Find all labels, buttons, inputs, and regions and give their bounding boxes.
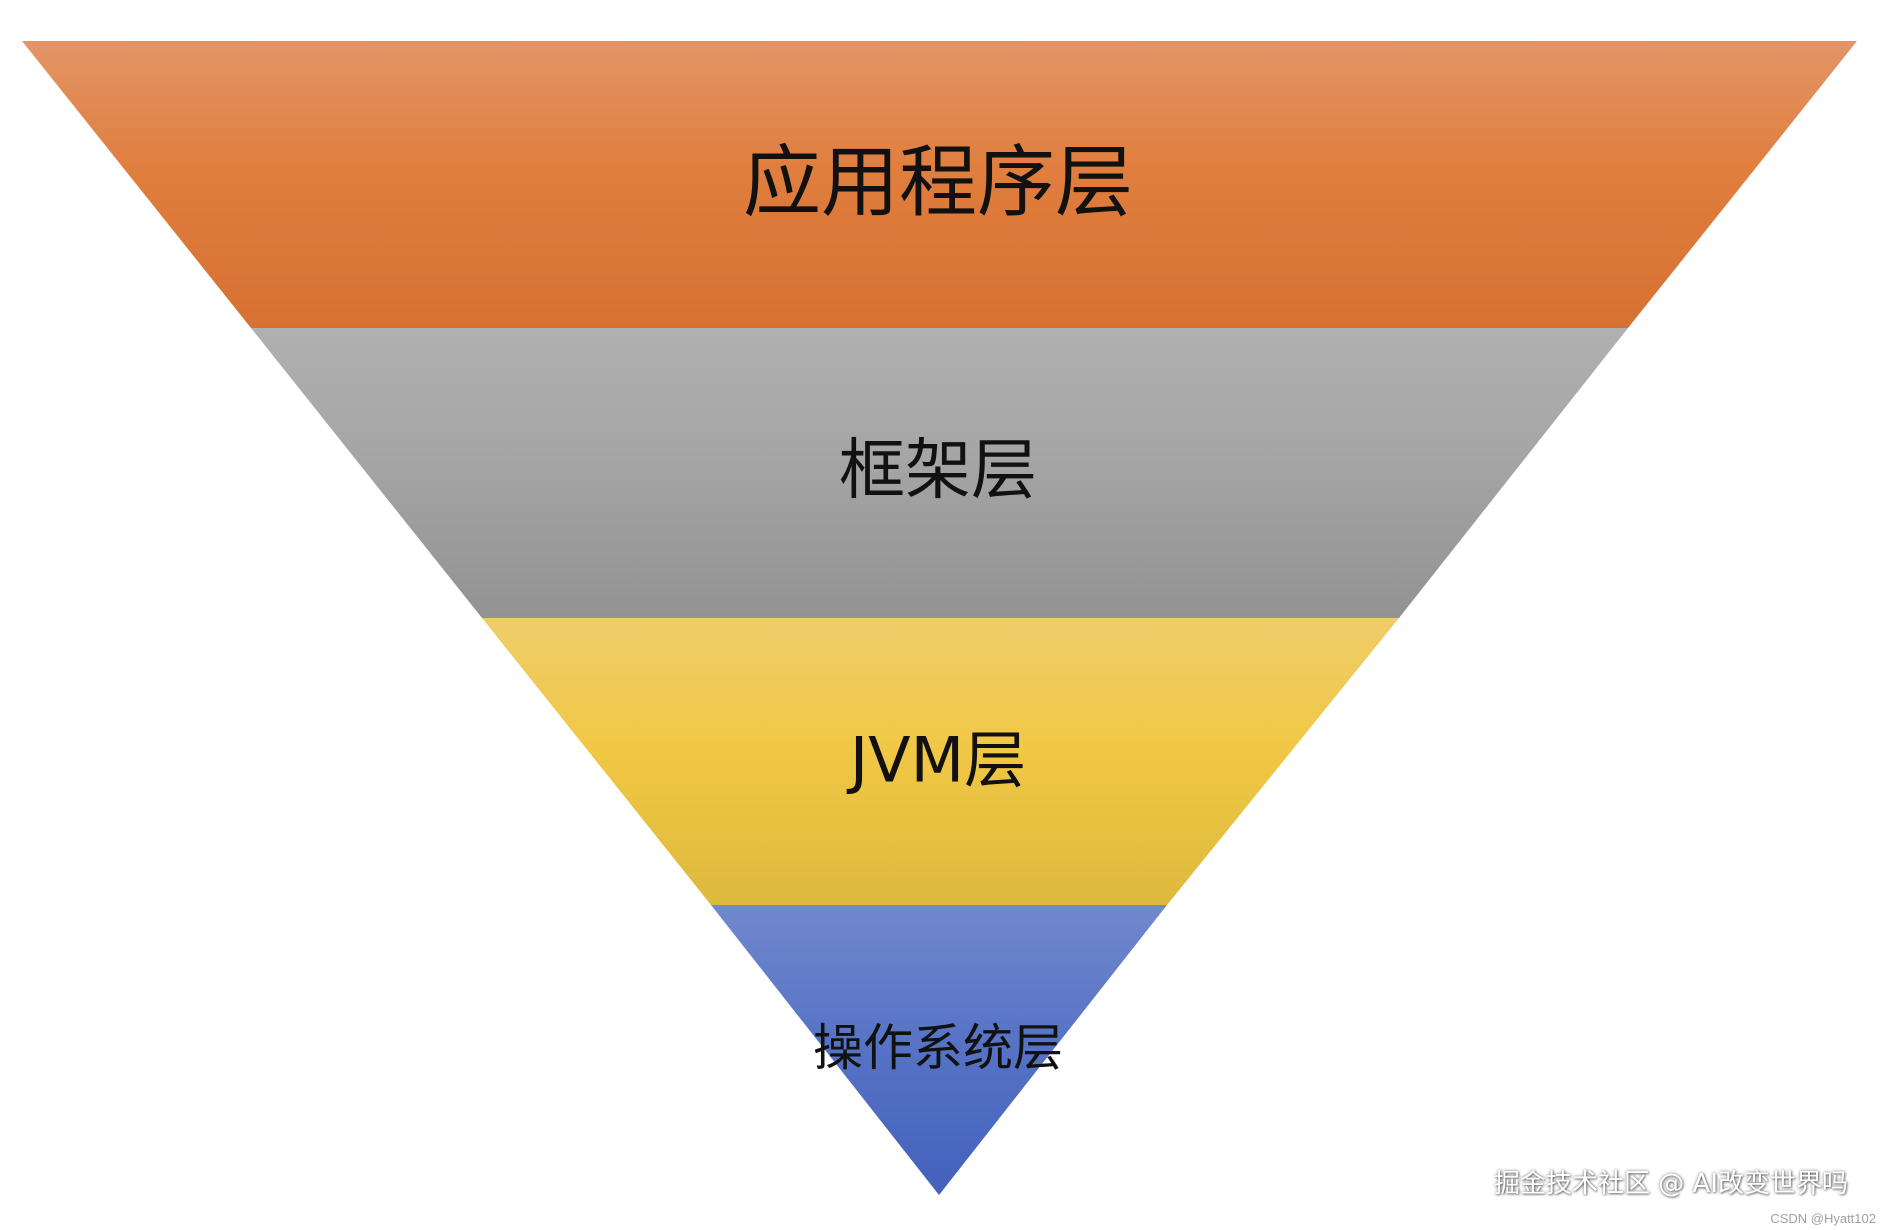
framework-layer-label: 框架层 [839,432,1037,509]
os-layer-label: 操作系统层 [813,1019,1063,1077]
framework-layer-band [251,328,1628,618]
credit-text: CSDN @Hyatt102 [1770,1211,1876,1226]
watermark: 掘金技术社区 @ AI改变世界吗 [1494,1169,1848,1199]
os-layer-band [711,905,1167,1195]
application-layer-band [22,41,1857,328]
application-layer-label: 应用程序层 [743,138,1133,228]
jvm-layer-label: JVM层 [846,724,1026,797]
jvm-layer-band [482,618,1399,905]
